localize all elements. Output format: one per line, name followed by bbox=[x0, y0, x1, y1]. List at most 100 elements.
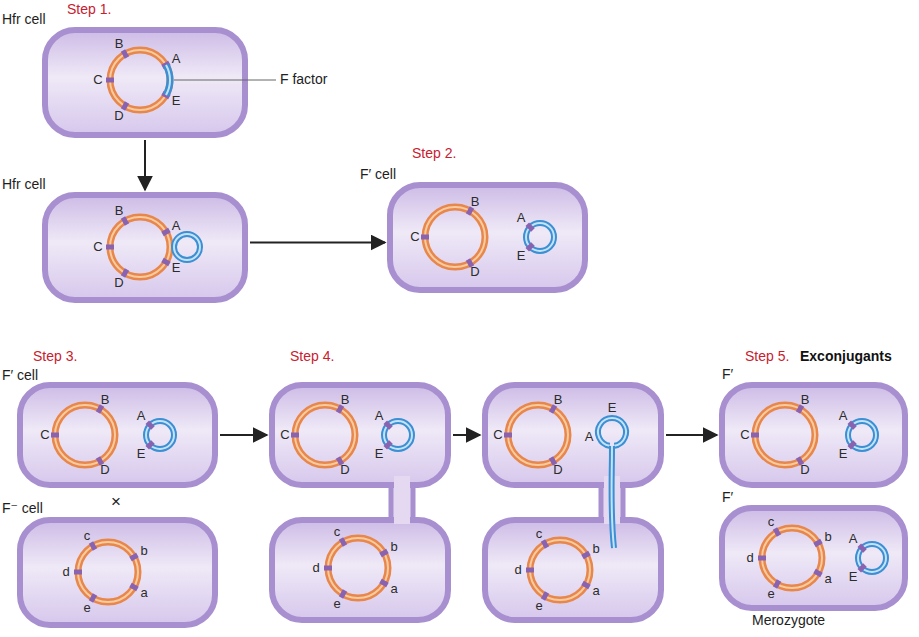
gene-label: A bbox=[849, 532, 858, 546]
bacterial-cell bbox=[272, 385, 448, 485]
bacterial-cell: BCDAE bbox=[272, 385, 448, 485]
process-arrow bbox=[453, 434, 480, 436]
gene-label: d bbox=[514, 563, 521, 577]
gene-label: C bbox=[493, 428, 502, 442]
gene-label: C bbox=[740, 428, 749, 442]
process-arrow bbox=[144, 140, 146, 190]
gene-label: A bbox=[517, 211, 526, 225]
leader-line bbox=[174, 80, 276, 81]
gene-label: d bbox=[746, 551, 753, 565]
gene-label: d bbox=[62, 565, 69, 579]
transferring-plasmid bbox=[598, 418, 626, 446]
gene-label: D bbox=[114, 276, 123, 290]
chromosome bbox=[751, 404, 815, 465]
step-label: Step 5. bbox=[745, 349, 789, 364]
chromosome bbox=[504, 404, 568, 465]
f-prime-plasmid bbox=[146, 421, 174, 450]
gene-label: b bbox=[390, 540, 397, 554]
gene-label: D bbox=[553, 463, 562, 477]
gene-label: B bbox=[341, 393, 350, 407]
bacterial-cell: c b d a e bbox=[485, 520, 661, 620]
gene-label: a bbox=[824, 572, 831, 586]
gene-label: E bbox=[839, 447, 848, 461]
gene-label: a bbox=[592, 584, 599, 598]
gene-label: e bbox=[535, 599, 542, 613]
gene-label: B bbox=[554, 393, 563, 407]
f-factor-loop bbox=[174, 234, 200, 260]
chromosome bbox=[291, 404, 355, 465]
gene-label: e bbox=[767, 587, 774, 601]
gene-label: D bbox=[470, 265, 479, 279]
gene-label: d bbox=[312, 561, 319, 575]
bacterial-cell bbox=[272, 520, 448, 620]
cell-label: Hfr cell bbox=[2, 177, 46, 192]
cell-label: F′ bbox=[722, 367, 733, 382]
gene-label: B bbox=[101, 393, 110, 407]
gene-label: C bbox=[40, 428, 49, 442]
bacterial-cell bbox=[45, 30, 245, 135]
cell-label: F⁻ cell bbox=[2, 501, 43, 516]
gene-label: A bbox=[172, 52, 181, 66]
gene-label: E bbox=[517, 249, 526, 263]
f-prime-plasmid bbox=[384, 421, 412, 450]
gene-label: C bbox=[93, 240, 102, 254]
bacterial-cell bbox=[20, 385, 215, 485]
gene-label: E bbox=[608, 401, 617, 415]
gene-label: c bbox=[536, 527, 543, 541]
chromosome bbox=[74, 541, 139, 602]
gene-label: A bbox=[839, 409, 848, 423]
chromosome bbox=[526, 539, 591, 600]
bridge-lumen bbox=[394, 476, 410, 524]
chromosome bbox=[758, 527, 823, 588]
gene-label: b bbox=[592, 542, 599, 556]
gene-label: B bbox=[471, 195, 480, 209]
gene-label: D bbox=[800, 463, 809, 477]
gene-label: E bbox=[172, 94, 181, 108]
gene-label: E bbox=[137, 447, 146, 461]
cell-label: F′ cell bbox=[360, 167, 396, 182]
process-arrow bbox=[220, 434, 267, 436]
bacterial-cell: BECAD bbox=[485, 385, 661, 485]
chromosome bbox=[106, 216, 171, 277]
gene-label: c bbox=[768, 515, 775, 529]
bacterial-cell: Hfr cellBACED bbox=[45, 195, 245, 300]
bacterial-cell: F′ cellBCDAE bbox=[390, 185, 585, 290]
bacterial-cell bbox=[722, 508, 905, 608]
gene-label: c bbox=[84, 529, 91, 543]
bacterial-cell: F′ cellBCDAE bbox=[20, 385, 215, 485]
gene-label: D bbox=[114, 109, 123, 123]
bacterial-cell: Hfr cellBACDE bbox=[45, 30, 245, 135]
bacterial-cell bbox=[485, 385, 661, 485]
f-prime-plasmid bbox=[526, 223, 554, 252]
f-prime-plasmid bbox=[858, 544, 886, 573]
chromosome bbox=[324, 537, 389, 598]
bacterial-cell: F⁻ cellcbdae bbox=[20, 520, 215, 625]
cell-label: F′ bbox=[722, 490, 733, 505]
gene-label: b bbox=[140, 544, 147, 558]
bacterial-cell bbox=[390, 185, 585, 290]
gene-label: B bbox=[115, 204, 124, 218]
gene-label: b bbox=[824, 530, 831, 544]
stage-heading: Exconjugants bbox=[800, 349, 892, 364]
gene-label: B bbox=[801, 393, 810, 407]
f-prime-plasmid bbox=[848, 421, 876, 450]
step-label: Step 2. bbox=[412, 146, 456, 161]
cross-symbol: × bbox=[111, 493, 121, 512]
step-label: Step 1. bbox=[67, 2, 111, 17]
gene-label: c bbox=[334, 525, 341, 539]
bacterial-cell bbox=[722, 385, 905, 485]
gene-label: e bbox=[83, 601, 90, 615]
gene-label: A bbox=[137, 409, 146, 423]
gene-label: B bbox=[115, 37, 124, 51]
integrated-f-factor bbox=[166, 65, 170, 95]
gene-label: D bbox=[100, 463, 109, 477]
gene-label: E bbox=[375, 447, 384, 461]
gene-label: A bbox=[172, 219, 181, 233]
chromosome bbox=[421, 206, 485, 267]
cell-caption: Merozygote bbox=[752, 613, 825, 628]
bacterial-cell: F′cbdaeAE bbox=[722, 508, 905, 608]
bacterial-cell bbox=[45, 195, 245, 300]
